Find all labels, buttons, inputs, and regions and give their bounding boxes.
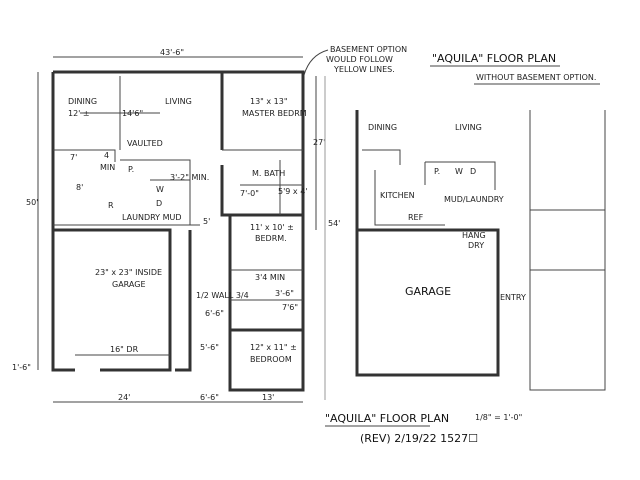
dim-left: 50'	[26, 198, 38, 207]
stair-min: 3'-2" MIN.	[170, 173, 209, 182]
room-laundry: LAUNDRY MUD	[122, 213, 182, 222]
plan-title: "AQUILA" FLOOR PLAN	[432, 52, 556, 65]
vaulted-label: VAULTED	[127, 139, 163, 148]
pantry-label: P.	[128, 165, 134, 174]
room-living-alt: LIVING	[455, 123, 482, 132]
ref-alt: REF	[408, 213, 424, 222]
half-wall-label: 1/2 WALL 3/4	[196, 291, 249, 300]
basement-note-line-3: YELLOW LINES.	[333, 65, 395, 74]
hall-dim-2: 5'-6"	[200, 343, 219, 352]
bed2-size: 11' x 10' ±	[250, 223, 294, 232]
kitchen-dim-1: 7'	[70, 153, 77, 162]
right-plan-partitions	[362, 110, 606, 391]
bath-dim-1: 3'-6"	[275, 289, 294, 298]
dryer-label: D	[156, 199, 162, 208]
room-bedroom-3: BEDROOM	[250, 355, 292, 364]
bed3-size: 12" x 11" ±	[250, 343, 297, 352]
room-dining: DINING	[68, 97, 97, 106]
room-living: LIVING	[165, 97, 192, 106]
kitchen-dim-3: 8'	[76, 183, 83, 192]
washer-alt: W	[455, 167, 463, 176]
pantry-alt: P.	[434, 167, 440, 176]
hang-label: HANG	[462, 231, 486, 240]
plan-without-basement: DINING LIVING KITCHEN P. W D MUD/LAUNDRY…	[355, 110, 606, 391]
interior-partitions	[53, 149, 303, 226]
dining-size: 12' ±	[68, 109, 90, 118]
dryer-alt: D	[470, 167, 476, 176]
room-entry-alt: ENTRY	[500, 293, 526, 302]
ref-label: R	[108, 201, 114, 210]
dim-bottom-hall: 6'-6"	[200, 393, 219, 402]
scale-label: 1/8" = 1'-0"	[475, 413, 522, 422]
room-mud-laundry-alt: MUD/LAUNDRY	[444, 195, 504, 204]
dry-label: DRY	[468, 241, 484, 250]
revision-label: (REV) 2/19/22 1527☐	[360, 432, 478, 445]
bath-min: 3'4 MIN	[255, 273, 285, 282]
hall-dim: 5'	[203, 217, 210, 226]
garage-size: 23" x 23" INSIDE	[95, 268, 162, 277]
closet-dim: 5'9 x 4'	[278, 187, 308, 196]
interior-walls	[220, 72, 303, 332]
plan-with-basement: 43'-6" 50' 1'-6" 27' 54' 24' 6'-6" 13' D…	[12, 48, 340, 403]
right-plan-walls	[355, 110, 500, 377]
footer-title: "AQUILA" FLOOR PLAN	[325, 412, 449, 425]
master-size: 13" x 13"	[250, 97, 288, 106]
basement-note-line-1: BASEMENT OPTION	[330, 45, 407, 54]
dim-bottom-garage: 24'	[118, 393, 130, 402]
living-size: 14'6"	[122, 109, 143, 118]
room-garage: GARAGE	[112, 280, 146, 289]
dim-top: 43'-6"	[160, 48, 184, 57]
dim-right-upper: 27'	[313, 138, 325, 147]
room-master-bedroom: MASTER BEDRM	[242, 109, 307, 118]
hall-dim-1: 6'-6"	[205, 309, 224, 318]
leader-line	[303, 49, 329, 76]
garage-wall	[175, 230, 192, 372]
room-dining-alt: DINING	[368, 123, 397, 132]
kitchen-min: MIN	[100, 163, 115, 172]
bath-dim-2: 7'6"	[282, 303, 298, 312]
room-kitchen-alt: KITCHEN	[380, 191, 415, 200]
basement-note-line-2: WOULD FOLLOW	[326, 55, 393, 64]
mbath-dim: 7'-0"	[240, 189, 259, 198]
plan-subtitle: WITHOUT BASEMENT OPTION.	[476, 73, 596, 82]
bath-partitions	[230, 269, 303, 301]
kitchen-dim-2: 4	[104, 151, 109, 160]
dim-bottom-bedroom: 13'	[262, 393, 274, 402]
exterior-walls	[51, 70, 305, 392]
dim-right-full: 54'	[328, 219, 340, 228]
room-garage-alt: GARAGE	[405, 285, 451, 298]
basement-note: BASEMENT OPTION WOULD FOLLOW YELLOW LINE…	[303, 45, 407, 76]
garage-door-label: 16" DR	[110, 345, 139, 354]
room-bedroom-2: BEDRM.	[255, 234, 287, 243]
washer-label: W	[156, 185, 164, 194]
room-master-bath: M. BATH	[252, 169, 285, 178]
dim-left-small: 1'-6"	[12, 363, 31, 372]
